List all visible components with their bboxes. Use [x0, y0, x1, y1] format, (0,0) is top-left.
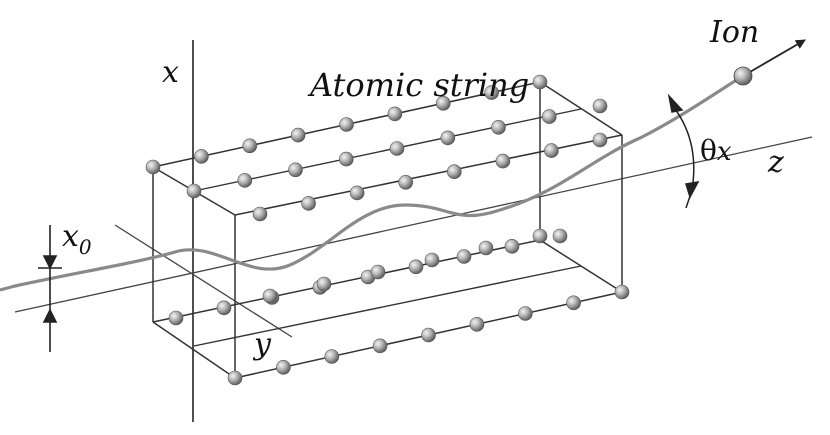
atom-top-back-4 — [339, 117, 354, 132]
ion-direction-arrow — [742, 39, 806, 77]
atom-bottom-back-8 — [552, 228, 568, 244]
theta-symbol: θ — [700, 134, 717, 167]
x-axis-label: x — [162, 55, 179, 90]
atom-top-front-3 — [338, 151, 354, 167]
atom-bottom-front-0 — [227, 370, 243, 386]
atom-mid-upper-7 — [592, 132, 608, 148]
atom-bottom-back-1 — [216, 300, 232, 316]
atom-mid-upper-1 — [301, 196, 316, 211]
atom-top-front-1 — [237, 173, 253, 188]
atom-bottom-front-6 — [517, 306, 533, 321]
theta-subscript: x — [717, 137, 732, 167]
atom-top-back-2 — [242, 138, 258, 154]
y-axis-label: y — [252, 327, 272, 362]
y-axis-line — [114, 224, 293, 338]
ion-ball — [733, 66, 753, 86]
x0-label-main: x — [62, 219, 79, 254]
atom-top-front-7 — [541, 109, 557, 124]
atom-mid-upper-2 — [349, 185, 365, 201]
atom-top-back-8 — [532, 74, 548, 90]
atom-top-back-5 — [387, 106, 403, 122]
atom-bottom-back-5 — [408, 259, 424, 275]
atom-mid-upper-0 — [252, 206, 268, 222]
atom-mid-upper-4 — [446, 164, 462, 179]
atom-top-front-5 — [440, 130, 456, 146]
ion-label: Ion — [709, 15, 759, 50]
atomic-string-lines — [193, 108, 582, 347]
ion-trajectory — [13, 74, 745, 288]
atom-bottom-back-0 — [168, 310, 184, 326]
atom-top-back-6 — [435, 96, 451, 111]
atom-top-back-7 — [484, 85, 499, 100]
atom-top-front-2 — [288, 162, 303, 178]
atom-top-front-6 — [491, 120, 506, 135]
x0-label-sub: 0 — [79, 235, 92, 259]
atom-bottom-front-1 — [276, 359, 291, 375]
atom-top-front-0 — [186, 183, 202, 199]
atom-bottom-back-6 — [456, 249, 472, 264]
z-axis-label: z — [767, 145, 784, 180]
atom-mid-upper-3 — [398, 175, 414, 190]
atom-bottom-back-7 — [504, 239, 520, 254]
theta-x-label: θx — [700, 134, 732, 167]
atom-top-front-4 — [389, 141, 405, 156]
atom-mid-lower-5 — [532, 228, 548, 244]
atom-mid-lower-3 — [424, 252, 440, 268]
x0-label: x0 — [62, 219, 92, 259]
atom-bottom-front-7 — [566, 295, 581, 311]
atom-mid-upper-6 — [544, 143, 559, 158]
atom-bottom-front-4 — [421, 327, 436, 343]
atom-top-back-3 — [290, 127, 306, 143]
theta-dimension-marker — [667, 93, 700, 209]
ion-entry-extension — [0, 284, 16, 292]
atom-bottom-front-8 — [614, 284, 630, 300]
atom-top-front-8 — [592, 98, 608, 114]
atom-mid-upper-5 — [495, 153, 511, 169]
atom-mid-lower-0 — [262, 288, 278, 304]
atom-bottom-front-3 — [372, 338, 388, 354]
atom-mid-lower-2 — [370, 264, 386, 280]
atoms-group — [145, 74, 630, 386]
z-axis-line — [14, 136, 813, 313]
x0-dimension-marker — [38, 225, 62, 352]
atom-bottom-front-2 — [324, 349, 340, 364]
atom-top-back-1 — [194, 149, 209, 164]
atom-mid-lower-4 — [478, 240, 494, 256]
atomic-string-label: Atomic string — [307, 66, 529, 104]
atom-mid-lower-1 — [316, 276, 332, 292]
atom-bottom-front-5 — [469, 316, 485, 332]
atom-top-back-0 — [145, 159, 161, 175]
